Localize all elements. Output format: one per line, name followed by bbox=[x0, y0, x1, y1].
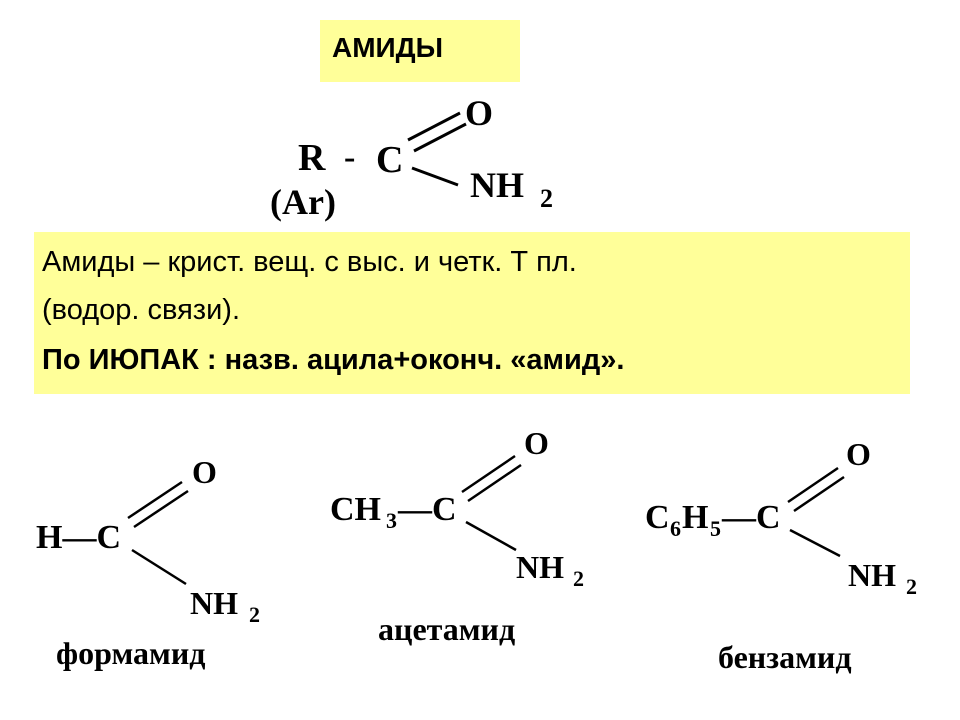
benzamide-double-bond-a bbox=[787, 466, 839, 504]
general-ar: (Ar) bbox=[270, 182, 336, 222]
acetamide-single-bond bbox=[465, 520, 517, 552]
acetamide-sub-3: 3 bbox=[386, 508, 397, 533]
general-c: C bbox=[376, 139, 403, 181]
title-box: АМИДЫ bbox=[320, 20, 520, 82]
acetamide-structure: CH 3 —C O NH 2 ацетамид bbox=[330, 425, 584, 647]
general-double-bond-a bbox=[407, 111, 461, 142]
formamide-name: формамид bbox=[56, 635, 205, 671]
benzamide-structure: C 6 H 5 —C O NH 2 бензамид bbox=[645, 436, 917, 675]
benzamide-sub-6: 6 bbox=[670, 516, 681, 541]
benzamide-nh: NH bbox=[848, 557, 896, 593]
general-o: O bbox=[465, 93, 493, 133]
acetamide-o: O bbox=[524, 425, 549, 461]
acetamide-double-bond-b bbox=[467, 463, 522, 503]
acetamide-name: ацетамид bbox=[378, 611, 515, 647]
info-box: Амиды – крист. вещ. с выс. и четк. Т пл.… bbox=[34, 232, 910, 394]
acetamide-sub-2: 2 bbox=[573, 566, 584, 591]
benzamide-name: бензамид bbox=[718, 639, 852, 675]
general-sub-2: 2 bbox=[540, 184, 553, 213]
acetamide-dash-c: —C bbox=[397, 491, 457, 528]
general-dash: - bbox=[344, 139, 355, 176]
general-nh: NH bbox=[470, 165, 524, 205]
benzamide-double-bond-b bbox=[793, 475, 845, 513]
benzamide-sub-2: 2 bbox=[906, 574, 917, 599]
formamide-hc: H—C bbox=[36, 519, 121, 556]
formamide-o: O bbox=[192, 454, 217, 490]
benzamide-dash-c: —C bbox=[721, 499, 781, 536]
formamide-nh: NH bbox=[190, 585, 238, 621]
page-title: АМИДЫ bbox=[332, 32, 444, 63]
benzamide-c: C bbox=[645, 499, 670, 536]
general-formula: R - C O NH 2 (Ar) bbox=[270, 93, 553, 222]
info-line-3: По ИЮПАК : назв. ацила+оконч. «амид». bbox=[42, 344, 625, 376]
info-line-1: Амиды – крист. вещ. с выс. и четк. Т пл. bbox=[42, 246, 577, 278]
benzamide-single-bond bbox=[789, 528, 841, 558]
info-line-2: (водор. связи). bbox=[42, 294, 241, 326]
benzamide-h: H bbox=[682, 499, 708, 536]
formamide-structure: H—C O NH 2 формамид bbox=[36, 454, 260, 671]
benzamide-sub-5: 5 bbox=[710, 516, 721, 541]
formamide-double-bond-a bbox=[127, 480, 183, 520]
general-r: R bbox=[298, 137, 326, 179]
formamide-double-bond-b bbox=[133, 489, 189, 529]
general-single-bond bbox=[411, 166, 459, 187]
acetamide-nh: NH bbox=[516, 549, 564, 585]
acetamide-double-bond-a bbox=[461, 454, 516, 494]
acetamide-ch: CH bbox=[330, 491, 381, 528]
formamide-single-bond bbox=[131, 548, 187, 586]
benzamide-o: O bbox=[846, 436, 871, 472]
formamide-sub-2: 2 bbox=[249, 602, 260, 627]
general-double-bond-b bbox=[413, 122, 467, 153]
